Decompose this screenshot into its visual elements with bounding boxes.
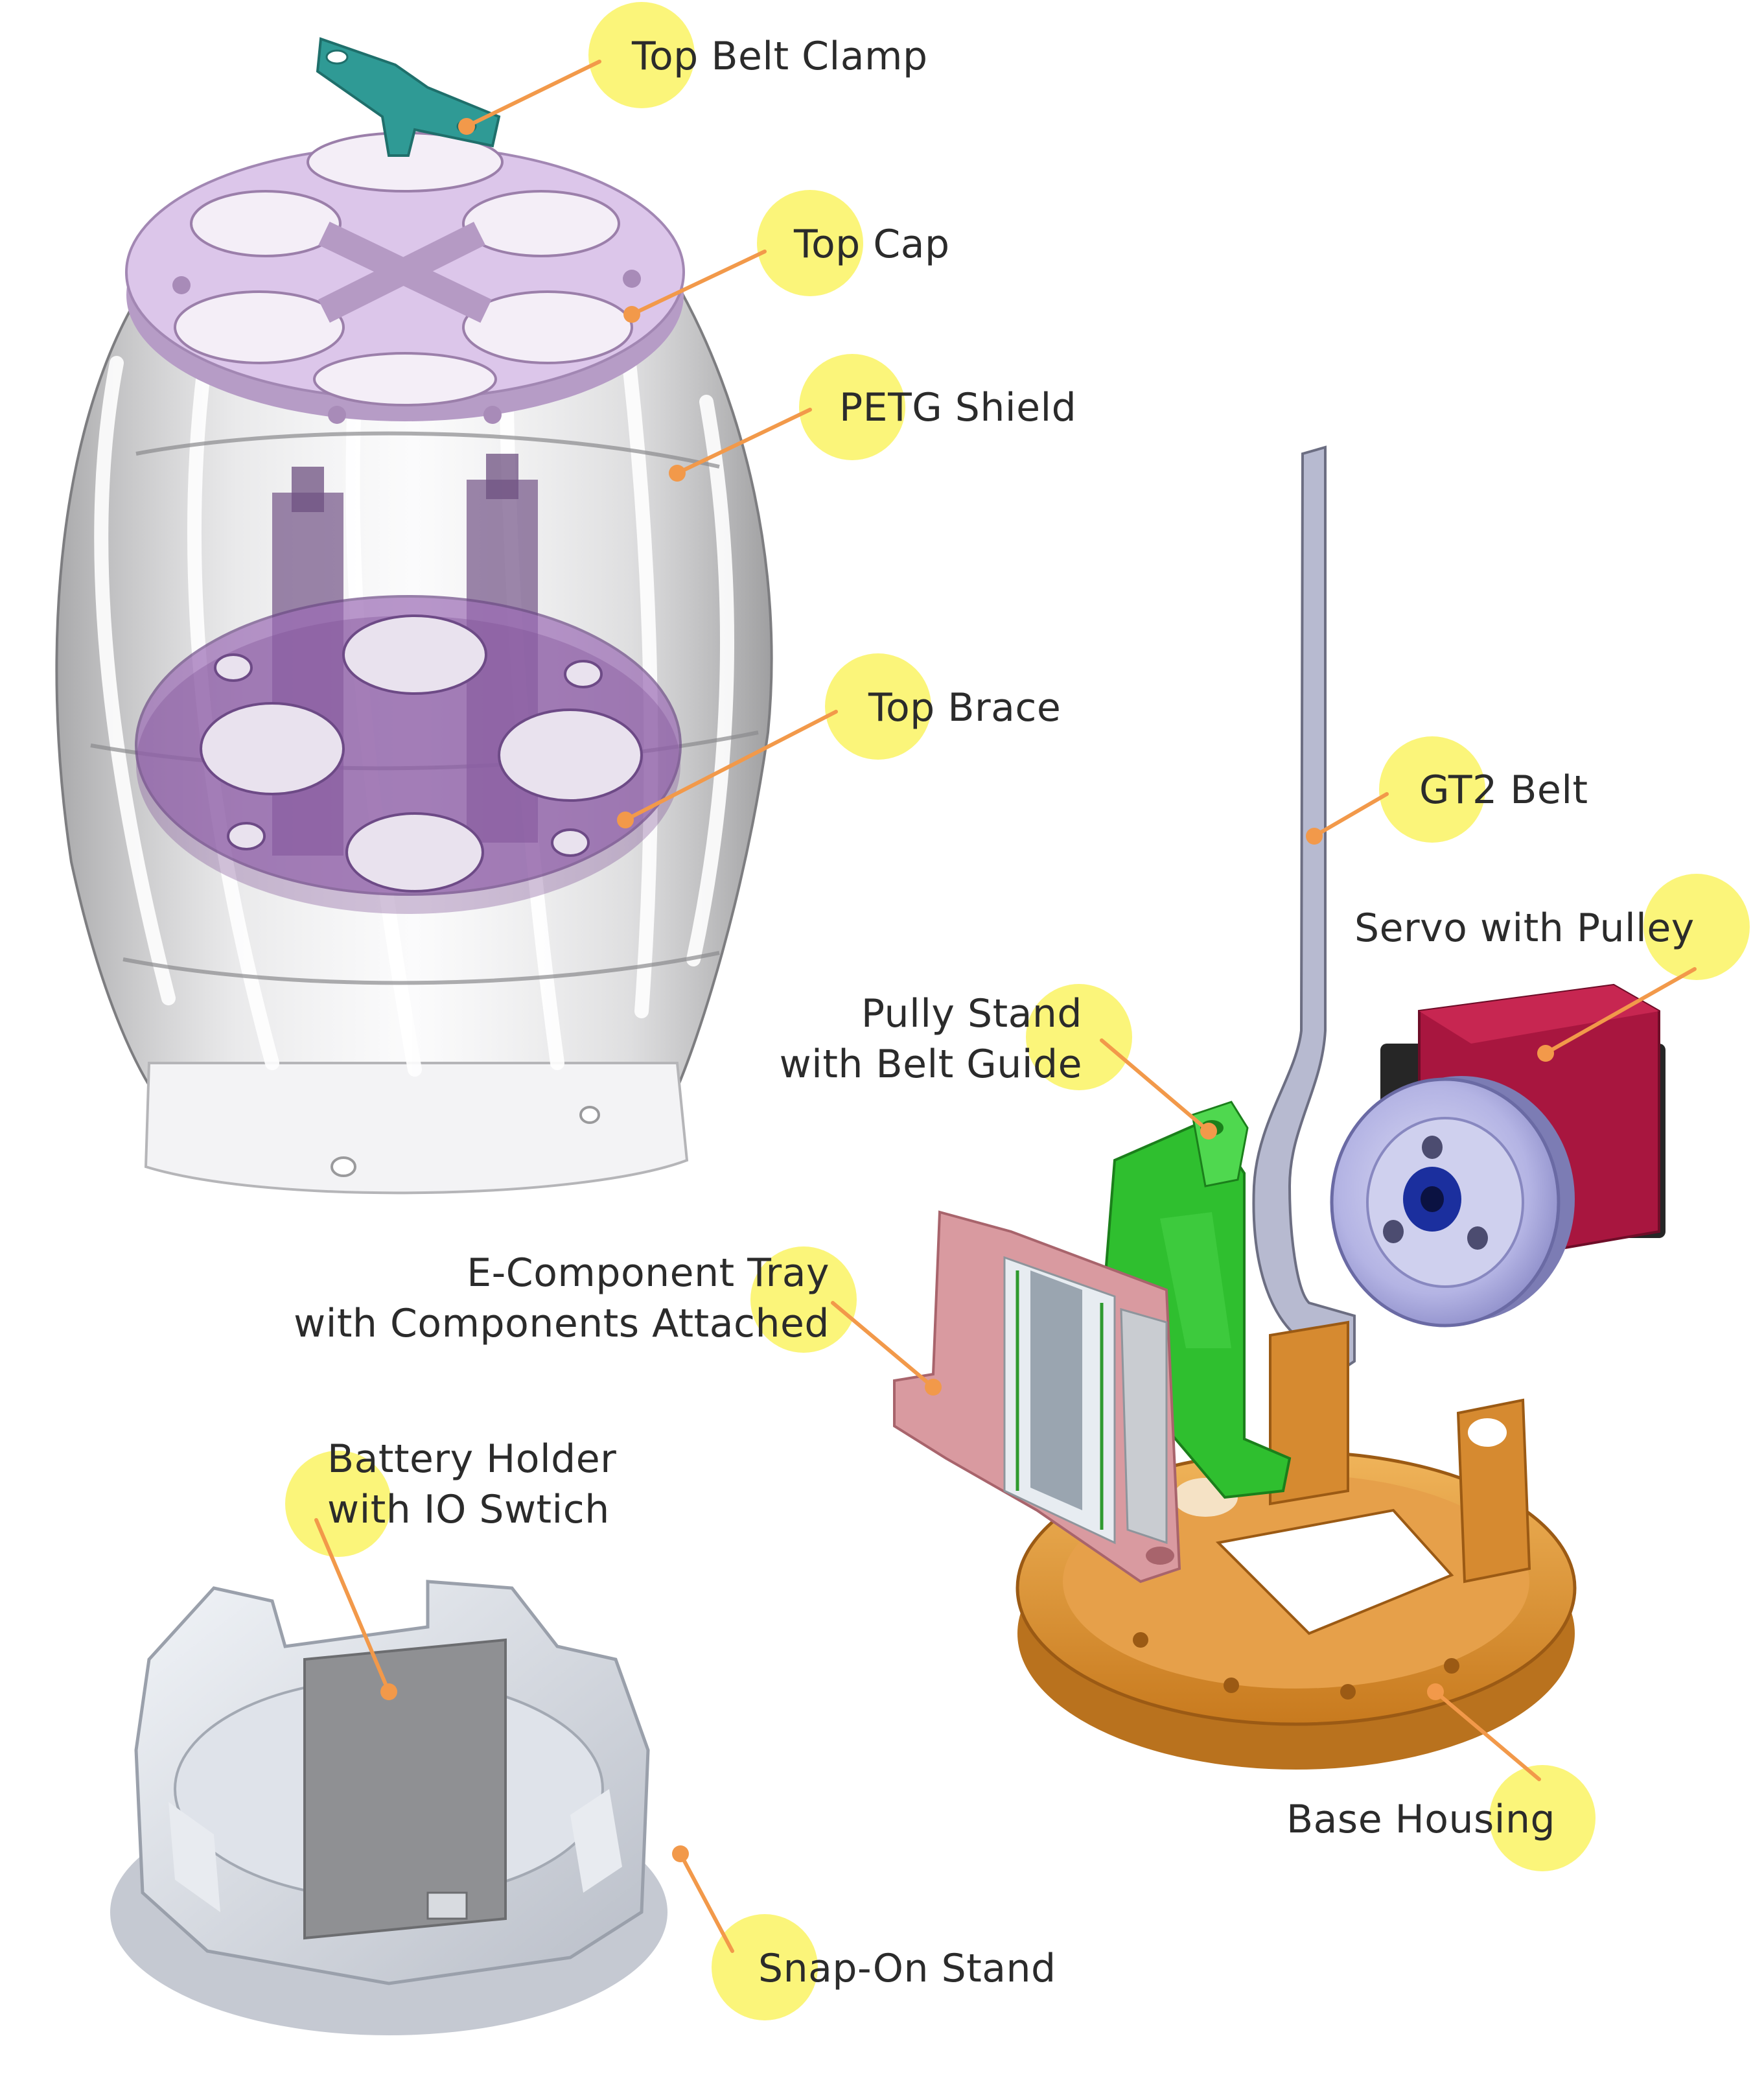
dot-top-brace	[617, 812, 634, 828]
servo-with-pulley	[1330, 983, 1665, 1327]
leader-battery-holder	[314, 1518, 391, 1694]
leader-servo-with-pulley	[1544, 967, 1697, 1055]
highlight-petg-shield	[799, 354, 905, 460]
top-cap	[125, 132, 685, 424]
highlight-pully-stand	[1026, 984, 1132, 1090]
highlight-base-housing	[1489, 1765, 1596, 1871]
leader-top-brace	[623, 710, 838, 822]
dot-servo-with-pulley	[1537, 1045, 1554, 1062]
leader-petg-shield	[675, 408, 812, 475]
battery-holder	[110, 1580, 667, 2035]
leader-top-belt-clamp	[465, 60, 601, 128]
dot-top-belt-clamp	[458, 118, 475, 135]
leader-gt2-belt	[1312, 792, 1389, 838]
highlight-top-brace	[825, 653, 931, 760]
highlight-snap-on-stand	[712, 1914, 818, 2020]
leader-top-cap	[630, 250, 767, 316]
highlight-e-component-tray	[750, 1246, 857, 1353]
dot-petg-shield	[669, 465, 686, 482]
highlight-battery-holder	[285, 1451, 391, 1557]
highlight-gt2-belt	[1379, 736, 1485, 843]
leader-pully-stand	[1100, 1038, 1211, 1133]
dot-pully-stand	[1200, 1123, 1217, 1140]
dot-e-component-tray	[925, 1379, 942, 1396]
e-component-tray	[893, 1210, 1181, 1584]
leader-e-component-tray	[831, 1301, 935, 1389]
dot-base-housing	[1427, 1683, 1444, 1700]
leader-snap-on-stand	[679, 1852, 734, 1953]
top-brace	[135, 454, 682, 914]
highlight-top-belt-clamp	[588, 2, 695, 108]
dot-snap-on-stand	[672, 1845, 689, 1862]
highlight-top-cap	[757, 190, 863, 296]
dot-battery-holder	[380, 1683, 397, 1700]
leader-base-housing	[1433, 1690, 1541, 1781]
highlight-servo-with-pulley	[1643, 874, 1750, 980]
dot-top-cap	[623, 306, 640, 323]
dot-gt2-belt	[1306, 828, 1323, 845]
